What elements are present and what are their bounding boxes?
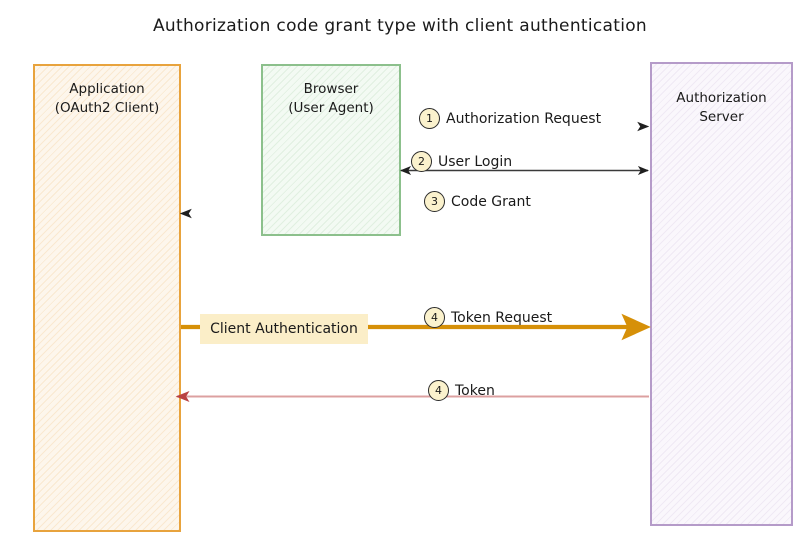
message-token-request: 4 Token Request	[424, 307, 552, 328]
message-user-login-label: User Login	[438, 153, 513, 170]
message-authorization-request-label: Authorization Request	[446, 110, 602, 127]
message-user-login: 2 User Login	[411, 151, 512, 172]
node-authorization-server-label: Authorization Server	[676, 90, 767, 125]
message-token-label: Token	[455, 382, 495, 399]
node-application[interactable]	[33, 64, 181, 532]
node-application-label: Application (OAuth2 Client)	[54, 81, 160, 116]
message-token-request-label: Token Request	[451, 309, 553, 326]
message-token: 4 Token	[428, 380, 495, 401]
client-authentication-label: Client Authentication	[210, 321, 358, 337]
node-browser-label: Browser (User Agent)	[288, 81, 374, 116]
step-badge-2: 2	[411, 151, 432, 172]
diagram-title: Authorization code grant type with clien…	[152, 16, 648, 36]
client-authentication-annotation: Client Authentication	[200, 314, 368, 344]
message-code-grant: 3 Code Grant	[424, 191, 531, 212]
step-badge-4b: 4	[428, 380, 449, 401]
message-authorization-request: 1 Authorization Request	[419, 108, 601, 129]
step-badge-1: 1	[419, 108, 440, 129]
message-code-grant-label: Code Grant	[451, 193, 531, 210]
step-badge-4a: 4	[424, 307, 445, 328]
node-browser[interactable]	[261, 64, 401, 236]
node-authorization-server[interactable]	[650, 62, 793, 526]
step-badge-3: 3	[424, 191, 445, 212]
